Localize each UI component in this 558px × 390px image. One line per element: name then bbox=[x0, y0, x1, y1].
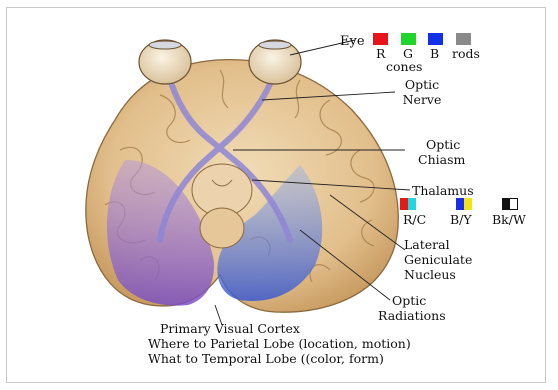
left-eye bbox=[139, 40, 191, 84]
swatch-rc-cyan bbox=[408, 198, 416, 210]
caption: Primary Visual Cortex Where to Parietal … bbox=[148, 321, 368, 366]
caption-line-3: What to Temporal Lobe ((color, form) bbox=[148, 351, 368, 366]
right-eye bbox=[249, 40, 301, 84]
label-optic-chiasm-1: Optic bbox=[426, 138, 460, 151]
label-thalamus: Thalamus bbox=[412, 184, 474, 197]
label-rods: rods bbox=[452, 47, 480, 60]
swatch-bkw bbox=[502, 198, 518, 210]
label-lgn-1: Lateral bbox=[404, 238, 450, 251]
label-bkw: Bk/W bbox=[492, 213, 526, 226]
label-optic-chiasm-2: Chiasm bbox=[418, 153, 465, 166]
swatch-red-cone bbox=[373, 33, 388, 45]
label-r: R bbox=[376, 47, 385, 60]
swatch-bkw-black bbox=[503, 199, 510, 209]
caption-line-2: Where to Parietal Lobe (location, motion… bbox=[148, 336, 368, 351]
swatch-by-yellow bbox=[464, 198, 472, 210]
label-rc: R/C bbox=[403, 213, 426, 226]
label-optic-nerve-2: Nerve bbox=[397, 93, 447, 106]
swatch-green-cone bbox=[401, 33, 416, 45]
label-lgn-3: Nucleus bbox=[404, 268, 456, 281]
label-radiations-1: Optic bbox=[392, 294, 426, 307]
swatch-by-blue bbox=[456, 198, 464, 210]
label-by: B/Y bbox=[450, 213, 472, 226]
label-cones: cones bbox=[386, 60, 422, 73]
swatch-rods bbox=[456, 33, 471, 45]
label-lgn-2: Geniculate bbox=[404, 253, 472, 266]
swatch-rc-red bbox=[400, 198, 408, 210]
swatch-blue-cone bbox=[428, 33, 443, 45]
label-optic-nerve-1: Optic bbox=[397, 78, 447, 91]
label-radiations-2: Radiations bbox=[378, 309, 446, 322]
label-b: B bbox=[430, 47, 439, 60]
label-eye: Eye bbox=[340, 35, 365, 48]
caption-line-1: Primary Visual Cortex bbox=[148, 321, 368, 336]
